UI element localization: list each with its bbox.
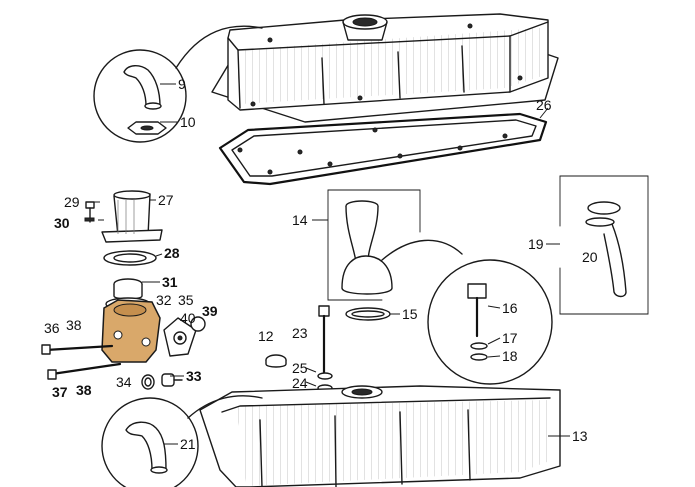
- callout-39: 39: [202, 303, 218, 319]
- highlighted-valve-body: [101, 299, 161, 363]
- callout-12: 12: [258, 328, 274, 344]
- rocker-cover-gasket: [218, 112, 548, 186]
- breather-assembly: [41, 190, 206, 390]
- callout-19: 19: [528, 236, 544, 252]
- callout-29: 29: [64, 194, 80, 210]
- callout-17: 17: [502, 330, 518, 346]
- lower-rocker-cover: [101, 385, 561, 487]
- detail-circle-breather: [93, 25, 263, 143]
- callout-labels: 9 10 26 27 29 30 28 31 32 35 40 39 36 38…: [44, 76, 598, 452]
- callout-35: 35: [178, 292, 194, 308]
- callout-20: 20: [582, 249, 598, 265]
- callout-13: 13: [572, 428, 588, 444]
- filler-assembly: [265, 189, 553, 392]
- callout-9: 9: [178, 76, 186, 92]
- upper-rocker-cover: [211, 13, 559, 123]
- callout-38-lower: 38: [76, 382, 92, 398]
- callout-40: 40: [180, 310, 196, 326]
- callout-26: 26: [536, 97, 552, 113]
- callout-32: 32: [156, 292, 172, 308]
- oil-cap-detail-box: [559, 175, 649, 315]
- callout-18: 18: [502, 348, 518, 364]
- callout-25: 25: [292, 360, 308, 376]
- callout-15: 15: [402, 306, 418, 322]
- callout-31: 31: [162, 274, 178, 290]
- callout-14: 14: [292, 212, 308, 228]
- callout-38-upper: 38: [66, 317, 82, 333]
- callout-36: 36: [44, 320, 60, 336]
- callout-23: 23: [292, 325, 308, 341]
- callout-28: 28: [164, 245, 180, 261]
- callout-leaders: [94, 83, 570, 445]
- callout-37: 37: [52, 384, 68, 400]
- callout-10: 10: [180, 114, 196, 130]
- callout-30: 30: [54, 215, 70, 231]
- callout-21: 21: [180, 436, 196, 452]
- callout-27: 27: [158, 192, 174, 208]
- callout-34: 34: [116, 374, 132, 390]
- callout-33: 33: [186, 368, 202, 384]
- callout-16: 16: [502, 300, 518, 316]
- callout-24: 24: [292, 375, 308, 391]
